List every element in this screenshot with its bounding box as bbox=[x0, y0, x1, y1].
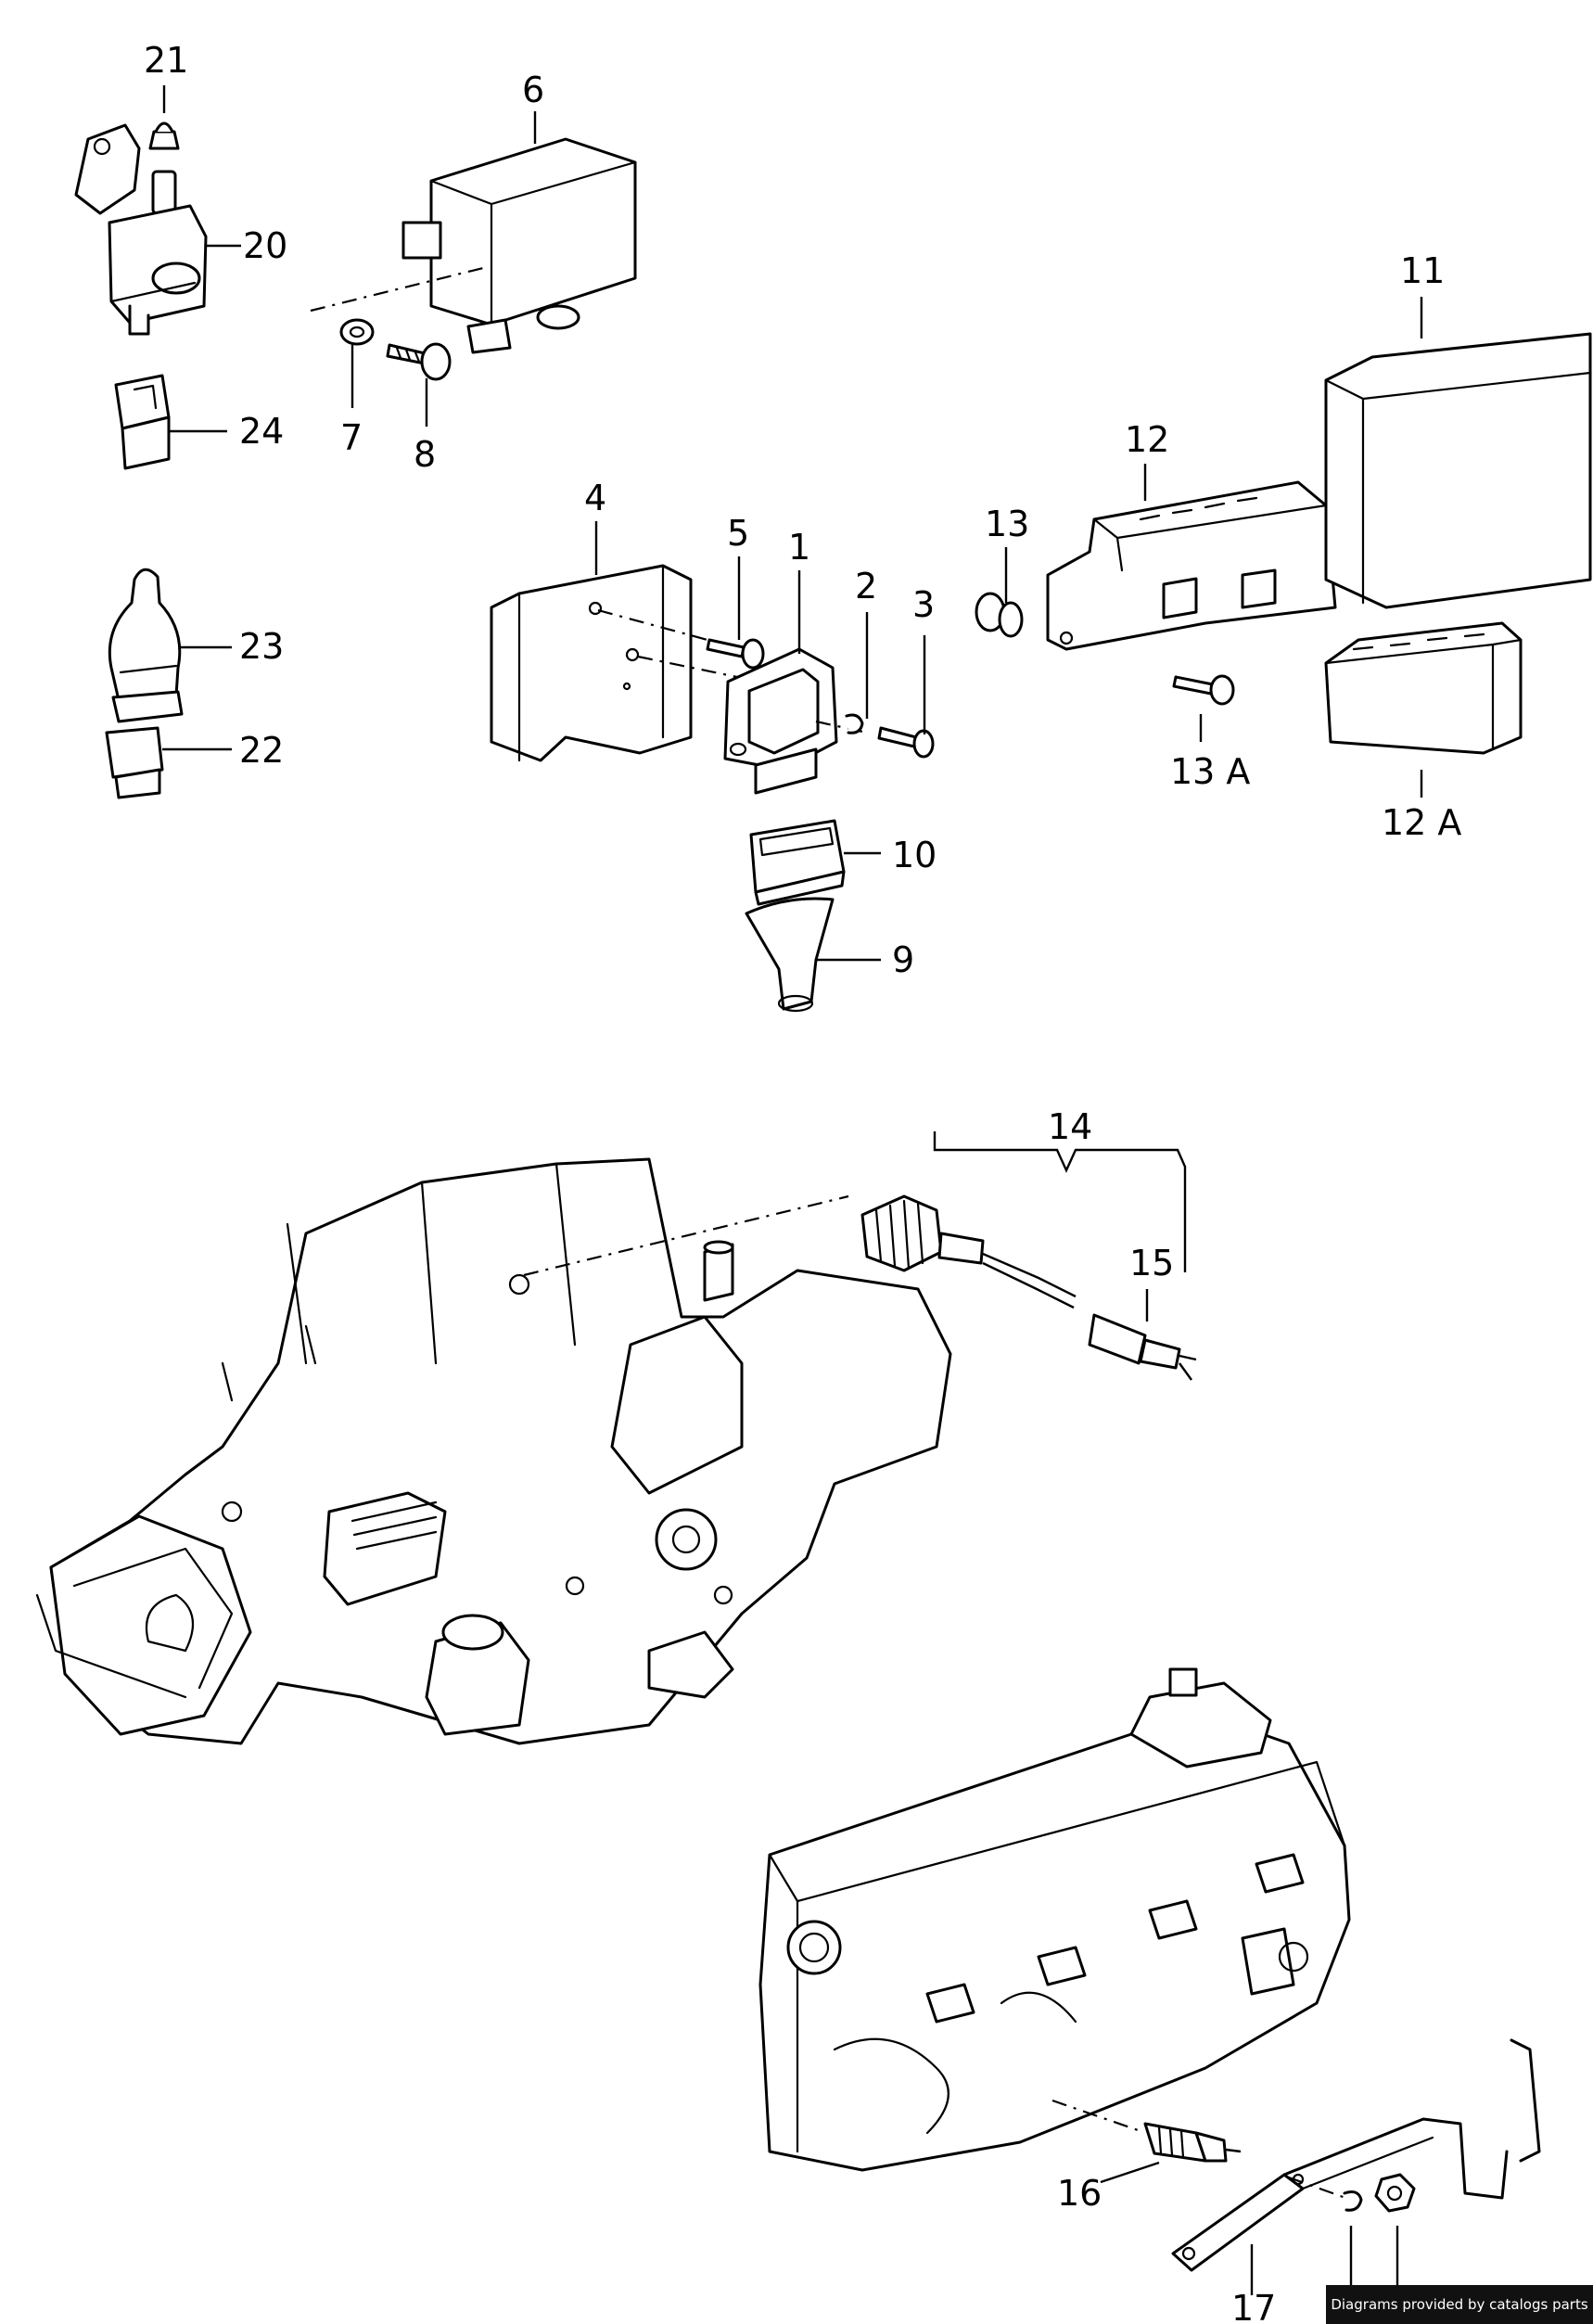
label-part-22: 22 bbox=[239, 730, 284, 771]
part-21-cap-nut bbox=[148, 121, 180, 150]
label-part-13a: 13 A bbox=[1170, 751, 1250, 792]
part-22-fuse bbox=[105, 726, 164, 799]
leader-lines bbox=[162, 85, 1423, 2300]
label-part-7: 7 bbox=[340, 417, 363, 458]
label-part-24: 24 bbox=[239, 411, 284, 452]
label-part-9: 9 bbox=[892, 939, 914, 980]
label-part-14: 14 bbox=[1048, 1106, 1092, 1147]
hex-nut bbox=[1374, 2173, 1416, 2213]
part-16-mounting-axis bbox=[1051, 2099, 1141, 2133]
part-17-bracket-strap bbox=[1171, 2038, 1541, 2272]
part-5-screw bbox=[706, 638, 765, 670]
part-12-relay-plate bbox=[1046, 480, 1337, 651]
part-6-relay bbox=[401, 137, 637, 354]
part-5-mounting-axis bbox=[597, 608, 743, 651]
label-part-16: 16 bbox=[1057, 2173, 1102, 2214]
label-part-23: 23 bbox=[239, 626, 284, 667]
label-part-4: 4 bbox=[584, 478, 606, 518]
part-4-mounting-bracket bbox=[490, 564, 693, 762]
part-7-washer bbox=[339, 318, 375, 346]
part-16-spark-plug bbox=[1143, 2122, 1242, 2163]
part-13a-screw bbox=[1172, 674, 1235, 706]
label-part-5: 5 bbox=[727, 513, 749, 554]
part-1-control-module bbox=[723, 647, 838, 795]
label-part-12a: 12 A bbox=[1382, 802, 1461, 843]
label-part-11: 11 bbox=[1400, 250, 1445, 291]
label-part-2: 2 bbox=[855, 566, 877, 607]
label-part-8: 8 bbox=[414, 434, 436, 475]
part-20-valve bbox=[74, 123, 208, 336]
spring-washer bbox=[1343, 2190, 1363, 2212]
part-2-spring-washer bbox=[845, 713, 864, 734]
part-12a-relay-base bbox=[1324, 621, 1523, 755]
label-part-6: 6 bbox=[522, 70, 544, 110]
label-part-3: 3 bbox=[912, 584, 935, 625]
part-14-sender-cable bbox=[860, 1194, 1197, 1381]
label-part-1: 1 bbox=[788, 527, 810, 568]
engine-assembly bbox=[35, 1157, 952, 1745]
part-17-mounting-axis bbox=[1288, 2176, 1359, 2204]
label-part-15: 15 bbox=[1129, 1243, 1174, 1283]
label-part-17: 17 bbox=[1231, 2288, 1276, 2324]
attribution-banner: Diagrams provided by catalogs parts bbox=[1326, 2285, 1593, 2324]
label-part-12: 12 bbox=[1125, 419, 1169, 460]
label-part-20: 20 bbox=[243, 225, 287, 266]
part-23-sealant-tube bbox=[108, 568, 184, 723]
part-13-grommet bbox=[975, 592, 1024, 638]
part-8-screw bbox=[386, 342, 452, 381]
part-10-plug bbox=[749, 819, 846, 906]
part-14-sensor-axis bbox=[523, 1194, 849, 1277]
label-part-21: 21 bbox=[144, 40, 188, 81]
label-part-13: 13 bbox=[985, 504, 1029, 544]
label-part-10: 10 bbox=[892, 835, 937, 875]
part-9-rubber-boot bbox=[745, 897, 835, 1013]
part-11-relay bbox=[1324, 332, 1592, 609]
part-24-connector bbox=[114, 374, 171, 470]
cylinder-head bbox=[758, 1667, 1351, 2172]
